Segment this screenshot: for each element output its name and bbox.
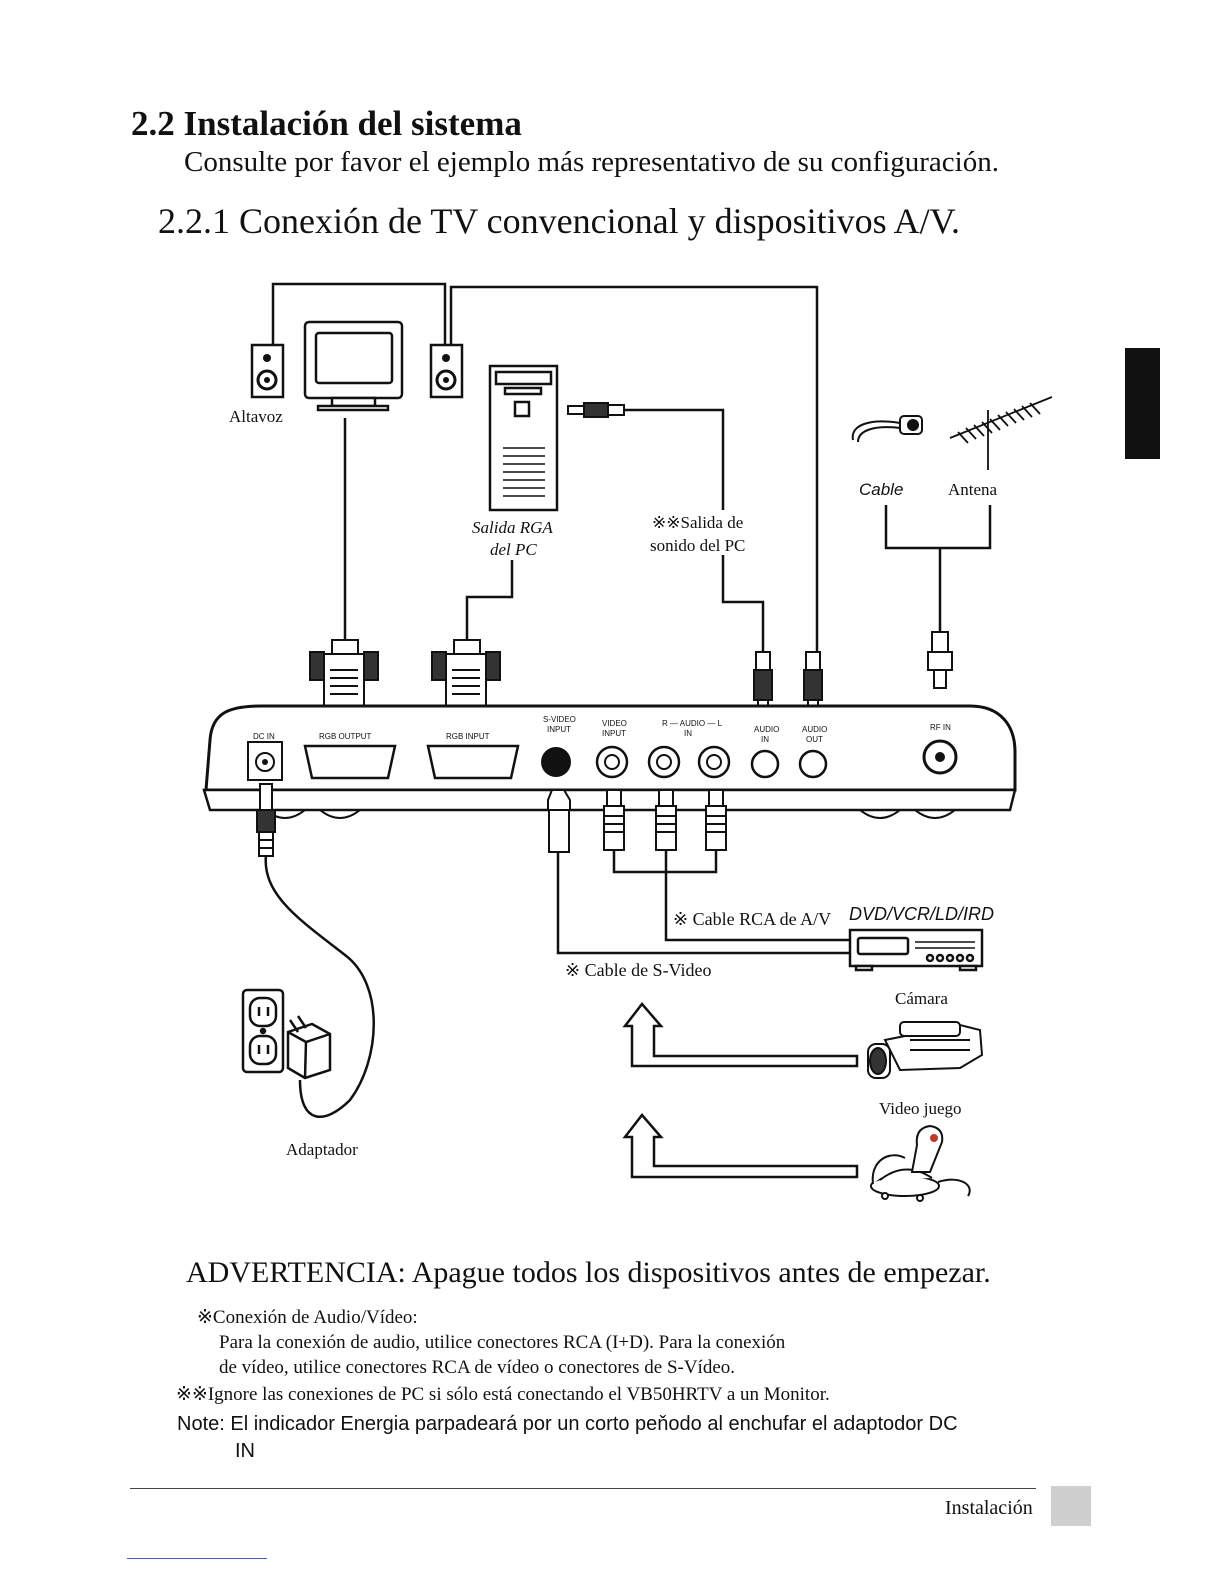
footer-rule — [130, 1488, 1036, 1489]
port-label-audio-in-mid: IN — [684, 729, 692, 738]
speaker-wire — [271, 282, 447, 345]
camera — [867, 1021, 984, 1079]
port-label-audio-in-2: IN — [761, 735, 769, 744]
speaker-right — [429, 343, 464, 399]
label-camera: Cámara — [895, 989, 948, 1008]
game-arrow — [622, 1113, 859, 1179]
label-pc-sound-1: ※※Salida de — [652, 513, 743, 532]
audio-out-wire — [449, 285, 819, 652]
port-label-rf-in: RF IN — [930, 723, 951, 732]
power-adapter — [286, 1015, 332, 1080]
port-label-rgb-input: RGB INPUT — [446, 732, 490, 741]
adapter-cable — [264, 854, 375, 1118]
port-label-audio-out-2: OUT — [806, 735, 823, 744]
section-heading: 2.2 Instalación del sistema — [131, 104, 522, 143]
audio-in-plug — [753, 651, 773, 715]
rca-cable — [664, 850, 850, 942]
port-label-dc-in: DC IN — [253, 732, 275, 741]
warning-text: ADVERTENCIA: Apague todos los dispositiv… — [186, 1256, 991, 1289]
note-power-2: IN — [235, 1440, 255, 1462]
footer-label: Instalación — [945, 1497, 1033, 1519]
pc-tower — [488, 364, 559, 512]
port-label-rgb-output: RGB OUTPUT — [319, 732, 372, 741]
note-power-1: Note: El indicador Energia parpadeará po… — [177, 1413, 958, 1435]
note-av-line2: de vídeo, utilice conectores RCA de víde… — [219, 1357, 736, 1378]
label-antenna: Antena — [948, 480, 998, 499]
svideo-plug — [547, 789, 571, 853]
dvd-player — [848, 928, 984, 972]
label-speaker: Altavoz — [229, 407, 283, 426]
label-rca-cable: ※ Cable RCA de A/V — [673, 909, 831, 929]
label-pc-rgb-2: del PC — [490, 540, 537, 559]
pc-audio-plug — [567, 402, 625, 418]
port-label-audio-top: R — AUDIO — L — [662, 719, 723, 728]
label-pc-sound-2: sonido del PC — [650, 536, 745, 555]
label-game: Video juego — [879, 1099, 962, 1118]
rf-plug — [927, 631, 953, 689]
dc-plug — [256, 783, 276, 857]
wall-outlet — [241, 988, 285, 1074]
antenna — [949, 396, 1053, 470]
monitor — [303, 320, 404, 412]
pc-sound-cable-top — [624, 408, 725, 510]
footnote-rule — [127, 1558, 267, 1559]
svideo-cable — [556, 852, 850, 955]
port-label-video-2: INPUT — [602, 729, 626, 738]
note-av-line1: Para la conexión de audio, utilice conec… — [219, 1332, 786, 1353]
pc-sound-cable-bottom — [721, 555, 765, 652]
port-label-svideo-2: INPUT — [547, 725, 571, 734]
note-pc: ※※Ignore las conexiones de PC si sólo es… — [176, 1384, 830, 1405]
port-label-video-1: VIDEO — [602, 719, 627, 728]
label-cable: Cable — [859, 480, 903, 499]
coax-cable-plug — [851, 415, 923, 443]
game-joystick — [870, 1124, 971, 1202]
subsection-heading: 2.2.1 Conexión de TV convencional y disp… — [158, 201, 960, 241]
port-label-audio-out-1: AUDIO — [802, 725, 827, 734]
page-number-box — [1051, 1486, 1091, 1526]
label-pc-rgb-1: Salida RGA — [472, 518, 553, 537]
note-av-title: ※Conexión de Audio/Vídeo: — [197, 1307, 418, 1328]
camera-arrow — [622, 1002, 859, 1068]
intro-text: Consulte por favor el ejemplo más repres… — [184, 146, 999, 178]
port-label-audio-in-1: AUDIO — [754, 725, 779, 734]
chapter-tab-marker — [1125, 348, 1160, 459]
pc-rgb-cable — [465, 560, 514, 642]
port-label-svideo-1: S-VIDEO — [543, 715, 576, 724]
speaker-left — [250, 343, 285, 399]
label-adapter: Adaptador — [286, 1140, 358, 1159]
label-dvd: DVD/VCR/LD/IRD — [849, 904, 994, 924]
rf-merge-wire — [884, 505, 992, 550]
rca-plugs — [603, 789, 727, 851]
label-svideo-cable: ※ Cable de S-Video — [565, 960, 711, 980]
